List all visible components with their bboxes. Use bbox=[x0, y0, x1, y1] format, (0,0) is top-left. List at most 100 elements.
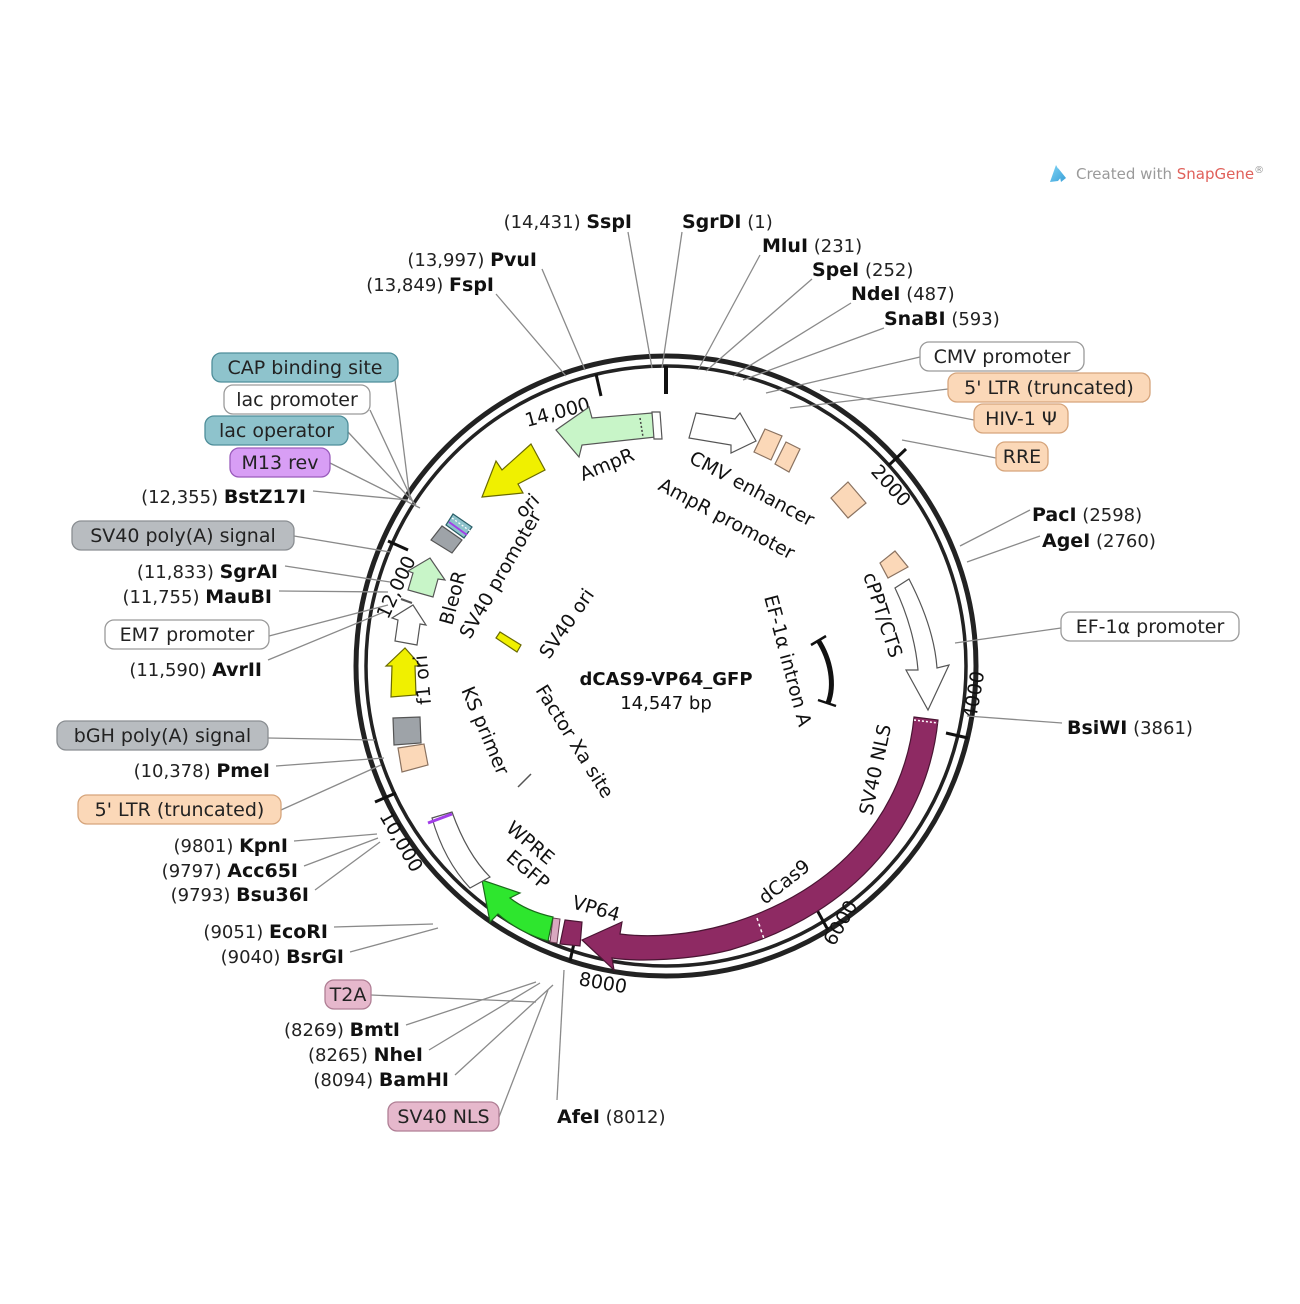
feature-callout-cmv-promoter[interactable]: CMV promoter bbox=[919, 341, 1085, 372]
site-label-bsu36i[interactable]: (9793) Bsu36I bbox=[171, 884, 309, 906]
feature-callout-box bbox=[1060, 611, 1240, 642]
feature-callout-cap-binding-site[interactable]: CAP binding site bbox=[211, 352, 399, 383]
site-leader-bstz17i bbox=[312, 490, 409, 501]
site-label-pvui[interactable]: (13,997) PvuI bbox=[407, 249, 537, 271]
site-label-sspi[interactable]: (14,431) SspI bbox=[504, 211, 632, 233]
site-name: SpeI bbox=[812, 259, 859, 281]
site-label-bsiwi[interactable]: BsiWI (3861) bbox=[1067, 717, 1193, 739]
site-label-paci[interactable]: PacI (2598) bbox=[1032, 504, 1142, 526]
site-label-bamhi[interactable]: (8094) BamHI bbox=[313, 1069, 449, 1091]
feature-callout-label: SV40 NLS bbox=[397, 1106, 489, 1128]
feature-leader-2 bbox=[347, 431, 417, 506]
feature-callout-box bbox=[387, 1101, 500, 1132]
feature-callout-box bbox=[973, 403, 1069, 434]
feature-rre-box bbox=[830, 481, 867, 519]
feature-callout-t2a[interactable]: T2A bbox=[324, 979, 372, 1010]
feature-leader-13 bbox=[901, 439, 997, 459]
site-label-pmei[interactable]: (10,378) PmeI bbox=[134, 760, 270, 782]
inner-label-ef1a-intron-a: EF-1α intron A bbox=[759, 593, 815, 729]
feature-leader-0 bbox=[394, 379, 411, 501]
feature-leader-5 bbox=[268, 604, 389, 637]
site-label-sgrdi[interactable]: SgrDI (1) bbox=[682, 211, 773, 233]
site-name: KpnI bbox=[239, 835, 288, 857]
site-label-ndei[interactable]: NdeI (487) bbox=[851, 283, 955, 305]
feature-sv40-polya-box bbox=[430, 525, 463, 554]
site-label-snabi[interactable]: SnaBI (593) bbox=[884, 308, 1000, 330]
site-label-spei[interactable]: SpeI (252) bbox=[812, 259, 913, 281]
site-label-bsrgi[interactable]: (9040) BsrGI bbox=[221, 946, 344, 968]
inner-label-cppt-cts: cPPT/CTS bbox=[858, 570, 906, 661]
site-position: (487) bbox=[900, 284, 954, 305]
feature-ampr-arrow bbox=[555, 406, 657, 459]
site-label-nhei[interactable]: (8265) NheI bbox=[308, 1044, 423, 1066]
feature-callout-sv40-poly-a-signal[interactable]: SV40 poly(A) signal bbox=[71, 520, 295, 551]
site-position: (13,849) bbox=[366, 275, 449, 296]
site-position: (9793) bbox=[171, 885, 237, 906]
feature-cppt-box bbox=[879, 550, 909, 579]
site-leader-mlui bbox=[697, 254, 761, 371]
site-label-kpni[interactable]: (9801) KpnI bbox=[174, 835, 289, 857]
feature-callout-5-ltr-truncated[interactable]: 5' LTR (truncated) bbox=[77, 794, 282, 825]
site-label-bmti[interactable]: (8269) BmtI bbox=[284, 1019, 400, 1041]
site-label-afei[interactable]: AfeI (8012) bbox=[557, 1106, 666, 1128]
site-position: (9797) bbox=[162, 861, 228, 882]
feature-ef1a-intron-arc bbox=[815, 638, 834, 704]
feature-callout-hiv-1[interactable]: HIV-1 Ψ bbox=[973, 403, 1069, 434]
feature-callout-em7-promoter[interactable]: EM7 promoter bbox=[104, 619, 270, 650]
feature-callout-label: CAP binding site bbox=[228, 357, 383, 379]
feature-callout-label: RRE bbox=[1003, 446, 1041, 468]
site-label-maubi[interactable]: (11,755) MauBI bbox=[122, 586, 272, 608]
site-label-acc65i[interactable]: (9797) Acc65I bbox=[162, 860, 298, 882]
feature-callout-bgh-poly-a-signal[interactable]: bGH poly(A) signal bbox=[56, 720, 269, 751]
site-label-sgrai[interactable]: (11,833) SgrAI bbox=[137, 561, 278, 583]
site-name: BstZ17I bbox=[224, 486, 306, 508]
backbone-inner-ring bbox=[364, 364, 968, 968]
site-leader-nhei bbox=[428, 982, 541, 1051]
site-leader-paci bbox=[959, 509, 1031, 547]
site-label-fspi[interactable]: (13,849) FspI bbox=[366, 274, 494, 296]
site-label-agei[interactable]: AgeI (2760) bbox=[1042, 530, 1156, 552]
site-leader-fspi bbox=[495, 293, 567, 377]
site-name: SspI bbox=[586, 211, 632, 233]
feature-ori-arrow bbox=[481, 443, 546, 498]
feature-callout-label: HIV-1 Ψ bbox=[985, 408, 1057, 430]
plasmid-name: dCAS9-VP64_GFP bbox=[579, 669, 752, 690]
feature-callout-lac-operator[interactable]: lac operator bbox=[204, 415, 349, 446]
site-position: (11,833) bbox=[137, 562, 220, 583]
feature-callout-rre[interactable]: RRE bbox=[995, 441, 1049, 472]
site-leader-avrii bbox=[267, 611, 385, 661]
feature-callout-sv40-nls[interactable]: SV40 NLS bbox=[387, 1101, 500, 1132]
site-leader-pvui bbox=[541, 268, 586, 371]
site-label-mlui[interactable]: MluI (231) bbox=[762, 235, 862, 257]
site-leader-bamhi bbox=[454, 984, 554, 1076]
feature-leader-7 bbox=[280, 764, 382, 811]
inner-label-sv40-ori: SV40 ori bbox=[535, 585, 599, 663]
feature-em7-arrow bbox=[390, 604, 428, 646]
feature-callout-lac-promoter[interactable]: lac promoter bbox=[223, 384, 371, 415]
feature-leader-11 bbox=[789, 388, 949, 409]
feature-callout-m13-rev[interactable]: M13 rev bbox=[229, 447, 331, 478]
site-name: MluI bbox=[762, 235, 808, 257]
inner-label-factor-xa: Factor Xa site bbox=[531, 681, 618, 802]
ring-tick-2000 bbox=[887, 447, 908, 467]
site-leader-sgrdi bbox=[661, 231, 683, 369]
site-label-bstz17i[interactable]: (12,355) BstZ17I bbox=[141, 486, 306, 508]
ring-tick-6000 bbox=[815, 909, 830, 931]
feature-wpre-marker bbox=[427, 812, 453, 825]
site-name: EcoRI bbox=[269, 921, 328, 943]
feature-callout-5-ltr-truncated[interactable]: 5' LTR (truncated) bbox=[947, 372, 1151, 403]
backbone-outer-ring bbox=[353, 353, 979, 979]
site-name: BamHI bbox=[379, 1069, 449, 1091]
site-label-avrii[interactable]: (11,590) AvrII bbox=[129, 659, 262, 681]
feature-callout-box bbox=[71, 520, 295, 551]
ring-tick-label-4000: 4000 bbox=[959, 669, 989, 720]
site-leader-maubi bbox=[278, 590, 389, 593]
site-label-ecori[interactable]: (9051) EcoRI bbox=[203, 921, 328, 943]
site-name: BsrGI bbox=[286, 946, 344, 968]
feature-wpre-box bbox=[431, 811, 491, 889]
feature-callout-ef-1-promoter[interactable]: EF-1α promoter bbox=[1060, 611, 1240, 642]
feature-leader-1 bbox=[369, 409, 414, 503]
site-name: SgrDI bbox=[682, 211, 742, 233]
feature-vp64-box bbox=[559, 919, 583, 947]
